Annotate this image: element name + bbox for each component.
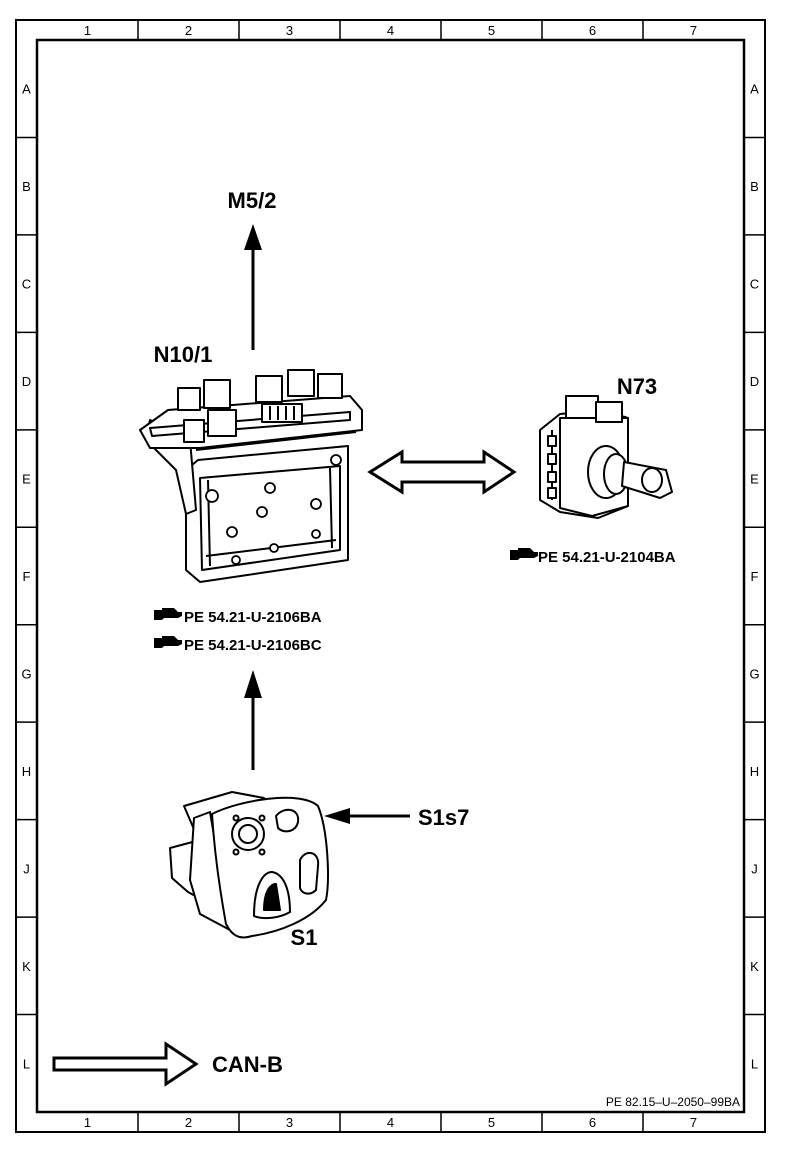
row-label-right: H (750, 764, 759, 779)
row-label-right: A (750, 82, 759, 97)
column-label-top: 7 (690, 23, 697, 38)
n73-reference: PE 54.21-U-2104BA (538, 549, 676, 566)
row-label-left: F (23, 569, 31, 584)
row-label-left: C (22, 277, 31, 292)
column-label-top: 2 (185, 23, 192, 38)
row-label-left: L (23, 1056, 30, 1071)
row-label-left: A (22, 82, 31, 97)
row-label-right: E (750, 472, 759, 487)
column-label-bottom: 3 (286, 1115, 293, 1130)
row-label-right: G (749, 666, 759, 681)
row-label-left: J (23, 861, 30, 876)
arrow-to-s1s7 (324, 808, 410, 824)
column-label-bottom: 5 (488, 1115, 495, 1130)
column-label-top: 6 (589, 23, 596, 38)
row-label-left: G (21, 666, 31, 681)
hand-pointer-icon (154, 636, 182, 648)
label-m5-2: M5/2 (228, 188, 277, 213)
column-label-top: 4 (387, 23, 394, 38)
bidirectional-link-arrow (367, 449, 517, 495)
n73-ignition-switch-drawing (539, 395, 673, 519)
can-b-legend-arrow (52, 1041, 199, 1087)
label-s1s7: S1s7 (418, 805, 469, 830)
column-label-top: 5 (488, 23, 495, 38)
column-label-bottom: 6 (589, 1115, 596, 1130)
row-label-right: L (751, 1056, 758, 1071)
legend-can-b: CAN-B (212, 1052, 283, 1077)
hand-pointer-icon (510, 548, 538, 560)
inner-frame (35, 38, 746, 1114)
row-label-right: D (750, 374, 759, 389)
row-label-left: E (22, 472, 31, 487)
row-label-right: B (750, 179, 759, 194)
label-n10-1: N10/1 (154, 342, 213, 367)
arrow-to-n10-1 (244, 670, 262, 770)
document-id: PE 82.15–U–2050–99BA (606, 1095, 740, 1109)
row-label-right: F (751, 569, 759, 584)
hand-pointer-icon (154, 608, 182, 620)
n10-1-reference-2: PE 54.21-U-2106BC (184, 637, 322, 654)
n10-1-module-drawing (139, 369, 363, 583)
column-label-top: 1 (84, 23, 91, 38)
row-label-right: K (750, 959, 759, 974)
label-n73: N73 (617, 374, 657, 399)
column-label-bottom: 4 (387, 1115, 394, 1130)
row-label-left: H (22, 764, 31, 779)
column-label-bottom: 1 (84, 1115, 91, 1130)
row-label-right: J (751, 861, 758, 876)
column-label-bottom: 7 (690, 1115, 697, 1130)
n10-1-reference-1: PE 54.21-U-2106BA (184, 609, 322, 626)
s1-light-switch-drawing (169, 791, 329, 939)
row-label-left: D (22, 374, 31, 389)
row-label-left: B (22, 179, 31, 194)
column-label-bottom: 2 (185, 1115, 192, 1130)
column-label-top: 3 (286, 23, 293, 38)
row-label-right: C (750, 277, 759, 292)
row-label-left: K (22, 959, 31, 974)
label-s1: S1 (291, 925, 318, 950)
arrow-to-m5-2 (244, 224, 262, 350)
n10-1-module-holes (205, 454, 342, 565)
outer-frame (15, 19, 766, 1133)
